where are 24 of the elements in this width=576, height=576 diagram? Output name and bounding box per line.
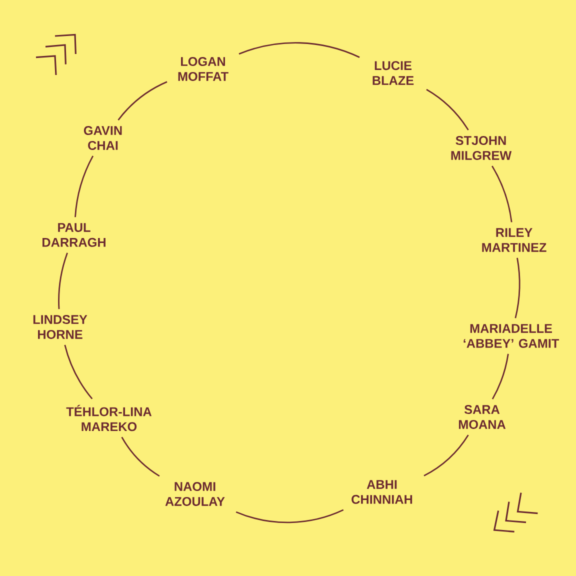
connector-arc xyxy=(426,88,469,130)
connector-arc xyxy=(514,258,520,318)
connector-arc xyxy=(492,166,512,222)
person-name: PAUL DARRAGH xyxy=(42,223,106,247)
person-name: ABHI CHINNIAH xyxy=(352,480,412,504)
person-name: TÉHLOR-LINA MAREKO xyxy=(66,404,152,432)
connector-arc xyxy=(236,509,344,524)
person-name: RILEY MARTINEZ xyxy=(482,228,546,252)
person-name: GAVIN CHAI xyxy=(84,126,122,150)
person-name: MARIADELLE ‘ABBEY’ GAMIT xyxy=(464,324,560,348)
connector-arc xyxy=(121,436,160,477)
person-name: LUCIE BLAZE xyxy=(372,61,414,85)
connector-arc xyxy=(74,156,94,218)
connector-arc xyxy=(492,354,509,400)
connector-arc xyxy=(118,81,168,120)
person-name: LOGAN MOFFAT xyxy=(178,57,228,81)
connector-arc xyxy=(238,42,360,58)
connector-arc xyxy=(64,344,93,400)
person-name: STJOHN MILGREW xyxy=(451,136,512,160)
connector-arc xyxy=(58,252,68,310)
connector-arc xyxy=(424,434,469,476)
person-name: SARA MOANA xyxy=(458,405,506,429)
person-name: LINDSEY HORNE xyxy=(33,315,88,339)
person-name: NAOMI AZOULAY xyxy=(165,482,225,506)
